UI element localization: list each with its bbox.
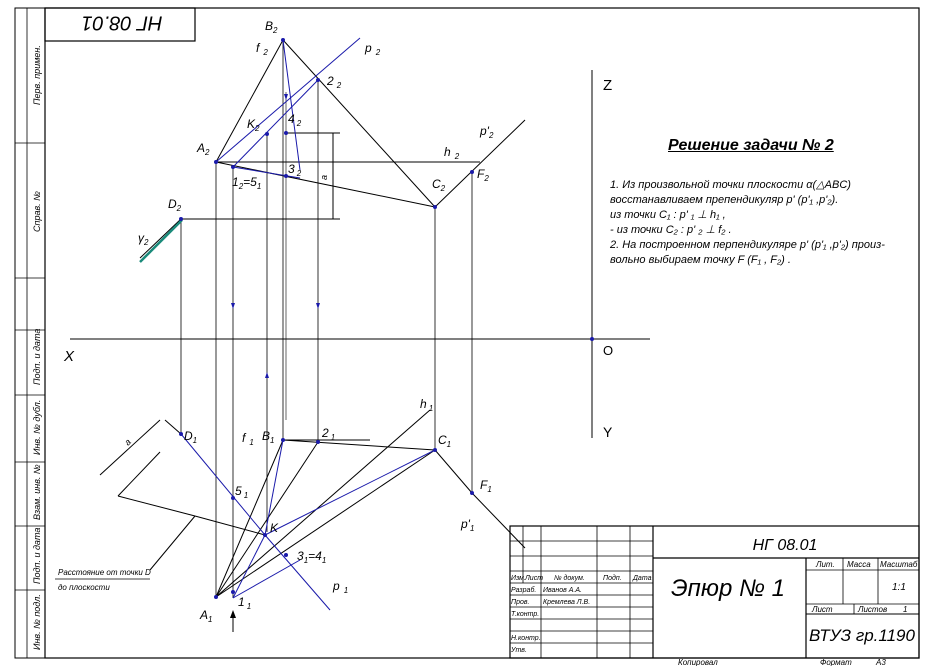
tb-name-2: Кремлева Л.В. bbox=[543, 599, 590, 606]
callout-line-1: Расстояние от точки D bbox=[58, 568, 151, 577]
tb-copied: Копировал bbox=[678, 658, 718, 666]
callout-line-2: до плоскости bbox=[58, 583, 110, 592]
solution-title: Решение задачи № 2 bbox=[668, 137, 834, 154]
tb-scale-h: Масштаб bbox=[880, 560, 918, 569]
code-box-top bbox=[44, 7, 196, 42]
tb-lit: Лит. bbox=[815, 560, 835, 569]
tb-role-6: Утв. bbox=[510, 647, 527, 654]
axis-x: X bbox=[63, 348, 75, 365]
solution-line-1: 1. Из произвольной точки плоскости α(△AB… bbox=[610, 179, 851, 191]
tb-name-1: Иванов А.А. bbox=[543, 587, 582, 594]
tb-role-3: Т.контр. bbox=[511, 611, 539, 618]
tb-format: Формат bbox=[820, 658, 852, 666]
solution-line-4: - из точки C₂ : p' ₂ ⊥ f₂ . bbox=[610, 224, 732, 236]
axis-z: Z bbox=[603, 77, 612, 94]
side-strip bbox=[14, 7, 46, 659]
tb-name: Эпюр № 1 bbox=[671, 575, 785, 602]
label-p2prime: p'2 bbox=[479, 124, 494, 140]
label-k2: K2 bbox=[247, 117, 260, 133]
code-top-rotated: НГ 08.01 bbox=[82, 12, 163, 34]
tb-head-date: Дата bbox=[632, 575, 652, 582]
label-p1prime: p'1 bbox=[460, 517, 474, 533]
tb-mass: Масса bbox=[847, 560, 871, 569]
title-block bbox=[509, 525, 920, 659]
label-a2: A2 bbox=[196, 141, 210, 157]
tb-role-5: Н.контр. bbox=[511, 635, 541, 642]
tb-sheets: Листов bbox=[857, 605, 887, 614]
tb-sheets-n: 1 bbox=[903, 605, 907, 614]
label-b1: B1 bbox=[262, 429, 274, 445]
side-label-6: Подп. и дата bbox=[32, 528, 42, 584]
tb-code: НГ 08.01 bbox=[753, 537, 818, 554]
solution-line-3: из точки C₁ : p' ₁ ⊥ h₁ , bbox=[610, 209, 726, 221]
side-label-5: Взам. инв. № bbox=[32, 464, 42, 520]
solution-text: 1. Из произвольной точки плоскости α(△AB… bbox=[610, 178, 910, 268]
label-k: K bbox=[270, 521, 279, 535]
tb-role-1: Разраб. bbox=[511, 586, 536, 594]
label-12-51: 12=51 bbox=[232, 175, 261, 191]
label-d2: D2 bbox=[168, 197, 182, 213]
tb-format-v: А3 bbox=[875, 658, 886, 666]
tb-sheet: Лист bbox=[811, 605, 833, 614]
label-gamma2: γ2 bbox=[138, 231, 149, 247]
label-a-low: a bbox=[122, 437, 133, 448]
side-label-2: Справ. № bbox=[32, 191, 42, 232]
label-31-41: 31=41 bbox=[297, 549, 326, 565]
gamma-trace bbox=[139, 219, 183, 263]
side-label-4: Инв. № дубл. bbox=[32, 400, 42, 455]
label-b2: B2 bbox=[265, 19, 278, 35]
solution-line-6: вольно выбираем точку F (F₁ , F₂) . bbox=[610, 254, 791, 266]
label-f1pt: F1 bbox=[480, 478, 492, 494]
axis-y: Y bbox=[603, 424, 613, 440]
side-label-3: Подп. и дата bbox=[32, 329, 42, 385]
side-label-7: Инв. № подл. bbox=[32, 594, 42, 650]
tb-role-2: Пров. bbox=[511, 599, 530, 606]
label-c1: C1 bbox=[438, 433, 451, 449]
tb-head-list: Лист bbox=[524, 575, 543, 582]
label-f2pt: F2 bbox=[477, 167, 489, 183]
solution-line-2: восстанавливаем препендикуляр p' (p'₁ ,p… bbox=[610, 194, 839, 206]
solution-line-5: 2. На построенном перпендикуляре p' (p'₁… bbox=[610, 239, 885, 251]
sheet-frame bbox=[44, 7, 920, 659]
label-d1: D1 bbox=[184, 429, 197, 445]
tb-group: ВТУЗ гр.1190 bbox=[809, 626, 915, 645]
tb-head-doc: № докум. bbox=[554, 574, 585, 582]
label-c2: C2 bbox=[432, 177, 446, 193]
label-a-top: a bbox=[319, 175, 329, 180]
side-label-1: Перв. примен. bbox=[32, 45, 42, 105]
tb-scale: 1:1 bbox=[892, 582, 906, 593]
tb-head-izm: Изм. bbox=[511, 575, 526, 582]
axis-o: O bbox=[603, 343, 613, 358]
tb-head-sign: Подп. bbox=[603, 574, 622, 582]
label-a1: A1 bbox=[199, 608, 212, 624]
